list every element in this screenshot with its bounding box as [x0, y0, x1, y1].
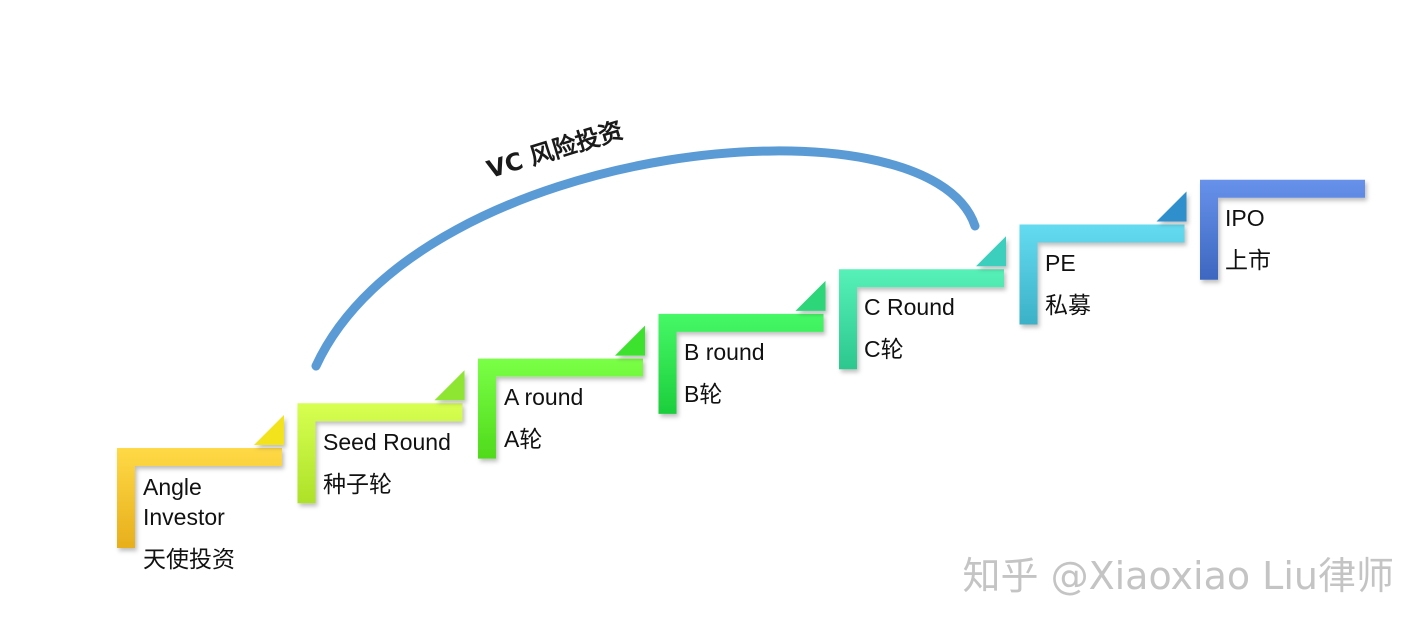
watermark: 知乎 @Xiaoxiao Liu律师 — [962, 554, 1394, 598]
stage-6-bracket — [1019, 224, 1185, 325]
vc-arc — [311, 146, 980, 371]
stage-7-en: IPO — [1225, 205, 1265, 231]
stage-2-zh: 种子轮 — [323, 471, 392, 497]
stage-3-bracket — [478, 358, 643, 459]
stage-3-corner-triangle — [615, 325, 645, 356]
stage-4-label: B round B轮 — [684, 337, 765, 409]
stage-5-zh: C轮 — [864, 336, 904, 362]
stage-3-en: A round — [504, 384, 584, 410]
stage-1-en-line1: Angle — [143, 474, 202, 500]
stage-7-label: IPO 上市 — [1225, 203, 1271, 275]
stage-6-corner-triangle — [1156, 191, 1187, 222]
stage-5-corner-triangle — [976, 236, 1006, 267]
stage-2-label: Seed Round 种子轮 — [323, 427, 451, 499]
stage-1-corner-triangle — [254, 415, 284, 445]
stage-6-zh: 私募 — [1045, 292, 1091, 318]
stage-6-label: PE 私募 — [1045, 248, 1091, 320]
stage-1-zh: 天使投资 — [143, 546, 235, 572]
stage-4-en: B round — [684, 339, 765, 365]
stage-2-bracket — [297, 403, 463, 504]
stage-6-en: PE — [1045, 250, 1076, 276]
stage-5-bracket — [839, 269, 1004, 370]
stage-1-bracket — [117, 448, 282, 548]
stage-7-zh: 上市 — [1225, 247, 1271, 273]
stage-2-en: Seed Round — [323, 429, 451, 455]
stage-5-label: C Round C轮 — [864, 292, 955, 364]
stage-5-en: C Round — [864, 294, 955, 320]
stage-3-zh: A轮 — [504, 426, 543, 452]
stage-4-bracket — [658, 313, 824, 414]
stage-4-corner-triangle — [795, 280, 826, 311]
stage-1-label: Angle Investor 天使投资 — [143, 472, 235, 574]
stage-2-corner-triangle — [434, 370, 465, 401]
stage-1-en-line2: Investor — [143, 504, 225, 530]
stage-3-label: A round A轮 — [504, 382, 583, 454]
stage-7-bracket — [1200, 179, 1365, 280]
stage-4-zh: B轮 — [684, 381, 723, 407]
